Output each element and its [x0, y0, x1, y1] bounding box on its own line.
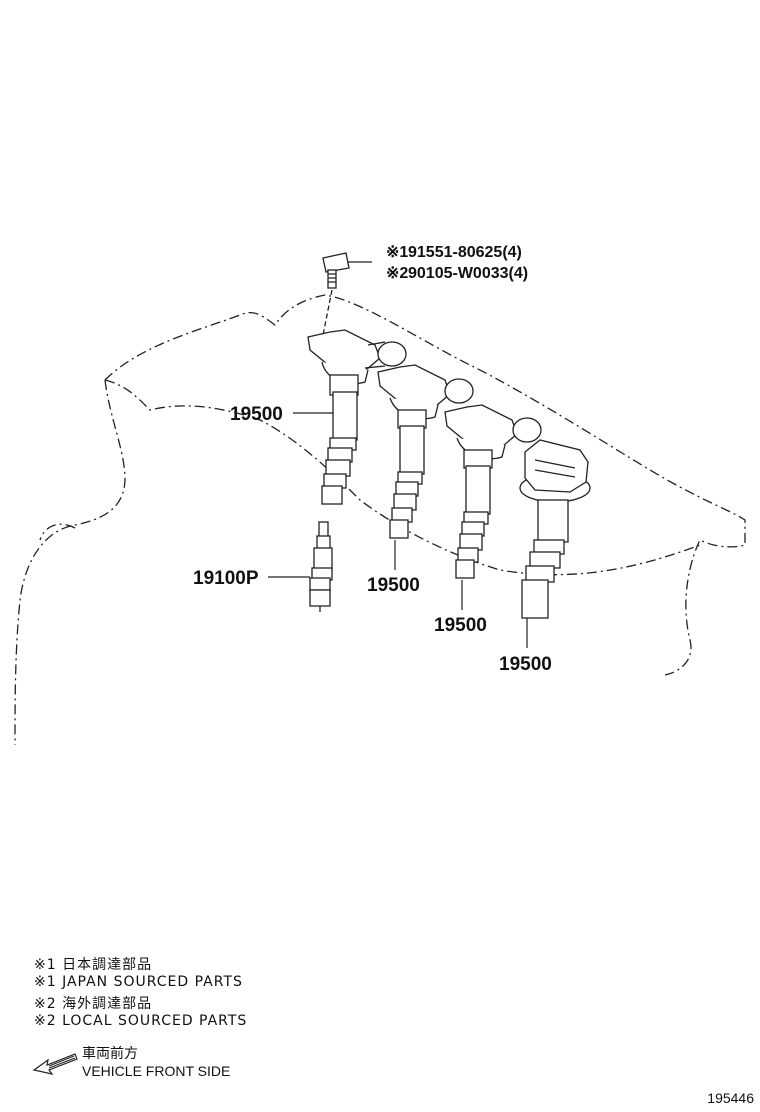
note-japan-sourced-en: ※1 JAPAN SOURCED PARTS — [34, 974, 243, 990]
vehicle-front-label-en: VEHICLE FRONT SIDE — [82, 1063, 231, 1079]
spark-plug-icon — [309, 521, 333, 612]
ignition-coil-label-2: 19500 — [367, 575, 420, 596]
ignition-coil-label-3: 19500 — [434, 615, 487, 636]
ignition-coil-1-icon — [307, 329, 407, 505]
ignition-coil-4-icon — [519, 439, 591, 619]
ignition-coil-3-icon — [444, 404, 542, 579]
ignition-coil-label-1: 19500 — [230, 404, 283, 425]
diagram-id: 195446 — [707, 1090, 754, 1106]
vehicle-front-label-jp: 車両前方 — [82, 1045, 138, 1061]
vehicle-front-arrow-icon — [32, 1053, 78, 1075]
bolt-part-number-1: 91551-80625(4) — [408, 244, 522, 261]
note-local-sourced-jp: ※2 海外調達部品 — [34, 996, 153, 1012]
leader-lines — [268, 412, 528, 648]
spark-plug-label: 19100P — [193, 568, 259, 589]
bolt-icon — [321, 252, 372, 341]
ignition-coil-label-4: 19500 — [499, 654, 552, 675]
bolt-part-number-2: 90105-W0033(4) — [408, 265, 528, 282]
note-local-sourced-en: ※2 LOCAL SOURCED PARTS — [34, 1013, 248, 1029]
note-japan-sourced-jp: ※1 日本調達部品 — [34, 957, 153, 973]
bolt-mark-2: ※2 — [386, 265, 408, 282]
ignition-coil-2-icon — [377, 364, 474, 539]
bolt-mark-1: ※1 — [386, 244, 408, 261]
engine-outline — [14, 294, 746, 746]
